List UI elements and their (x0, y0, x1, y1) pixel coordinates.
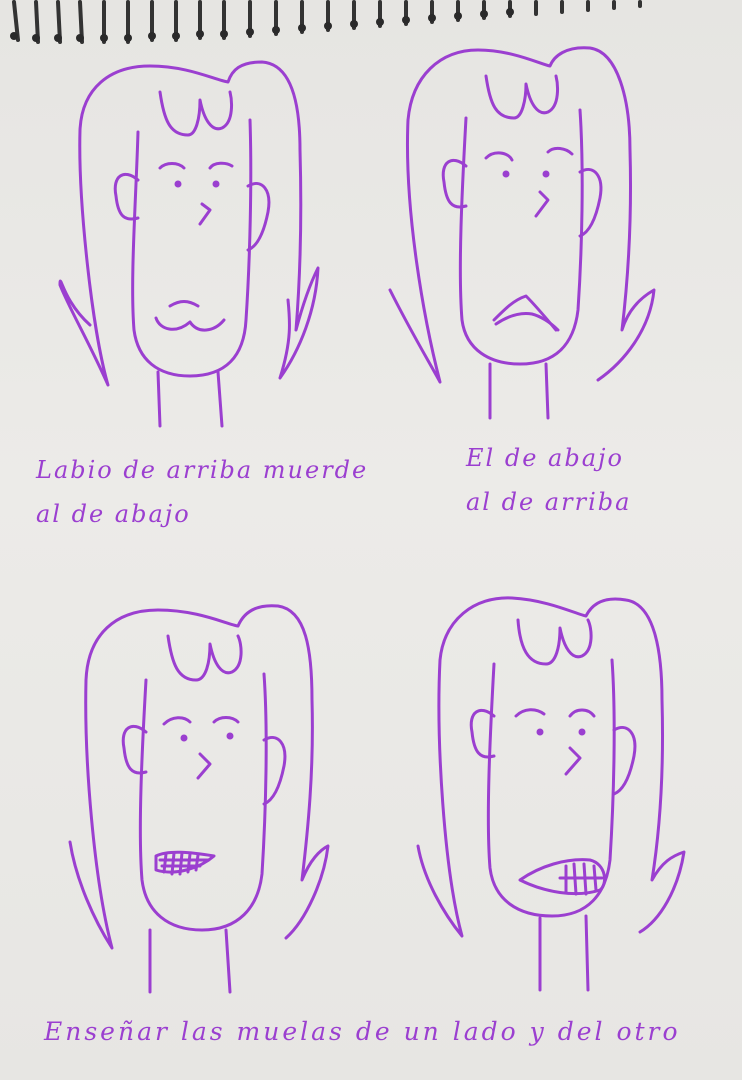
face-upper-lip-bite-icon (58, 60, 320, 428)
face-teeth-left-icon (68, 604, 330, 994)
caption-upper-lip-line1: Labio de arriba muerde (36, 456, 369, 484)
spiral-binding-icon (10, 0, 642, 44)
face-lower-lip-bite-icon (388, 46, 656, 420)
caption-upper-lip-line2: al de abajo (36, 500, 191, 528)
face-teeth-right-icon (416, 596, 686, 992)
caption-lower-lip-line2: al de arriba (466, 488, 632, 516)
caption-upper-lip: Labio de arriba muerde al de abajo (36, 448, 368, 536)
caption-lower-lip-line1: El de abajo (466, 444, 624, 472)
caption-show-molars: Enseñar las muelas de un lado y del otro (44, 1017, 681, 1046)
caption-lower-lip: El de abajo al de arriba (466, 436, 631, 524)
